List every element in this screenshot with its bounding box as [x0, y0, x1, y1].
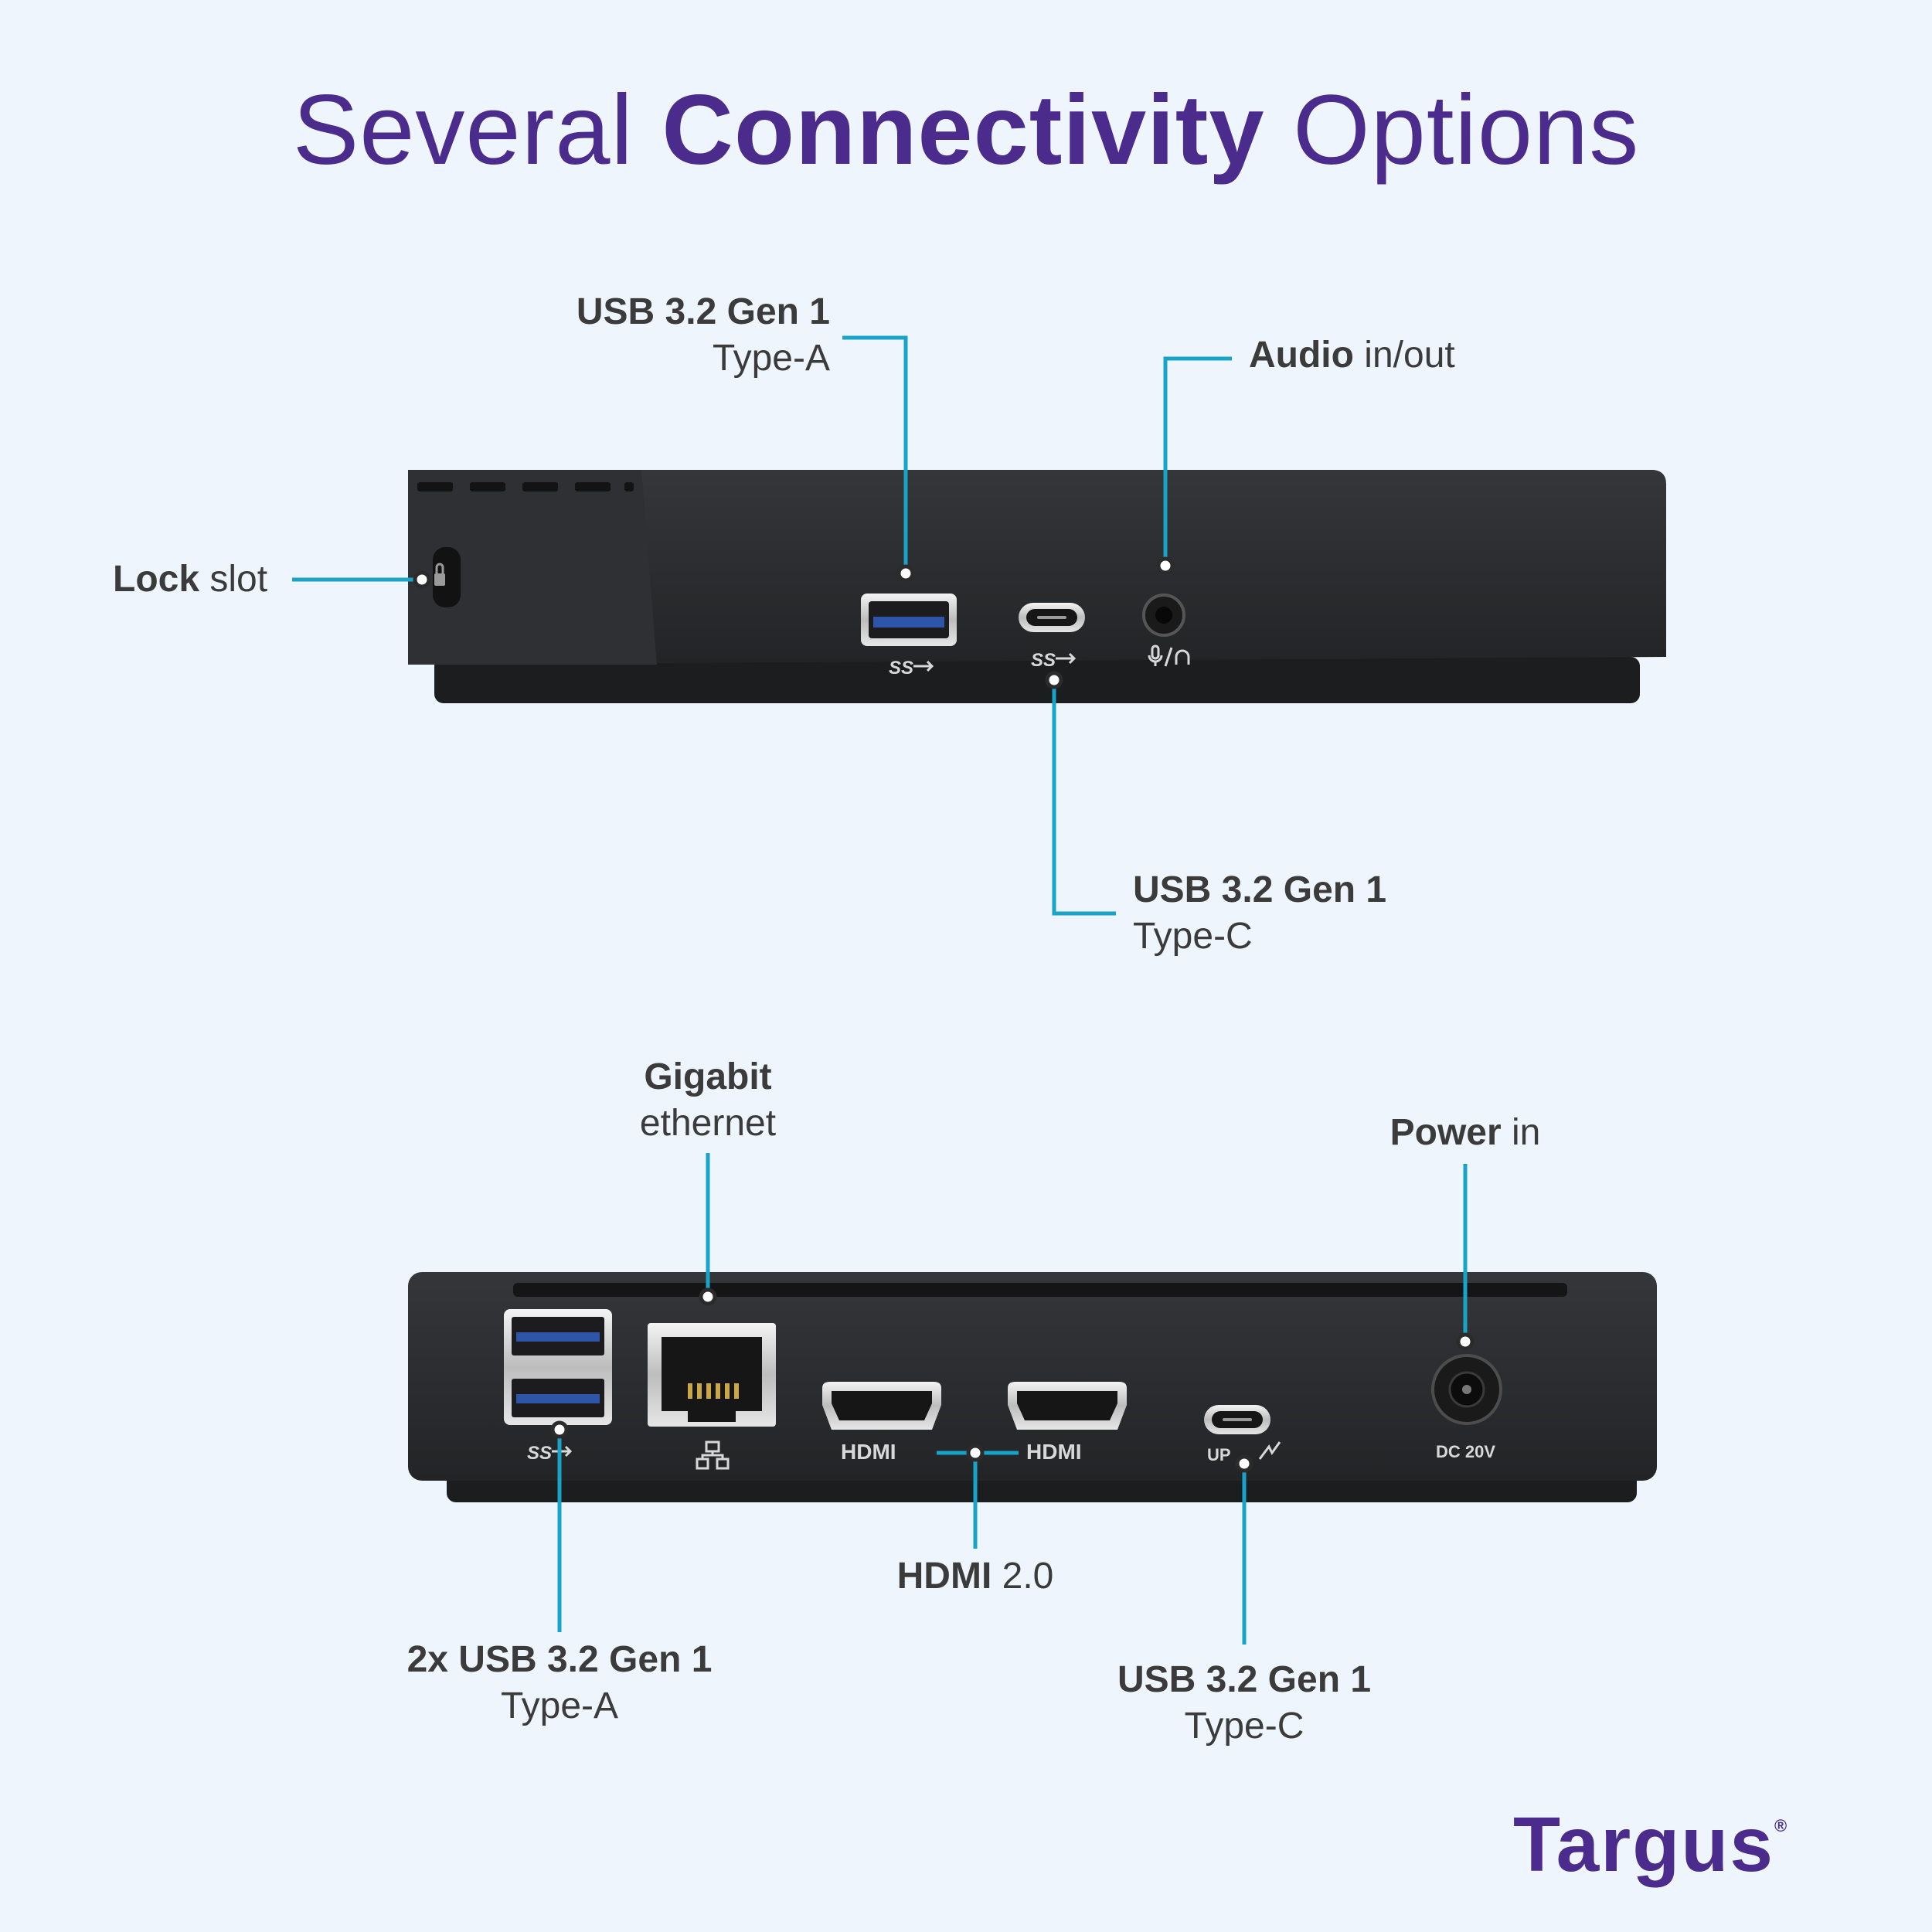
- ethernet-port: [648, 1323, 776, 1427]
- mic-headphone-icon: [1148, 645, 1190, 667]
- hdmi-marking-2: HDMI: [1026, 1440, 1082, 1464]
- lock-slot: [433, 547, 461, 607]
- callout-usb-c-top-sub: Type-C: [1133, 916, 1253, 957]
- callout-ethernet-title: Gigabit: [644, 1056, 772, 1097]
- power-arrow-icon: [1258, 1441, 1281, 1460]
- callout-usb-a-rear-title: 2x USB 3.2 Gen 1: [406, 1639, 713, 1680]
- callout-usb-c-rear: USB 3.2 Gen 1 Type-C: [1012, 1657, 1476, 1750]
- ss-marking-rear: SS: [527, 1443, 552, 1464]
- callout-line-usb-a-top: [842, 335, 908, 573]
- callout-usb-a-top-sub: Type-A: [712, 338, 830, 379]
- callout-power-title: Power: [1389, 1112, 1502, 1153]
- usb-superspeed-icon: [1056, 652, 1077, 665]
- callout-lock-title: Lock: [113, 559, 200, 600]
- headline-light-before: Several: [292, 75, 662, 185]
- hdmi-port-2: [1008, 1382, 1127, 1430]
- callout-line-audio: [1163, 356, 1232, 566]
- dock-front-view: SS SS: [408, 470, 1666, 703]
- callout-hdmi-sub: 2.0: [992, 1556, 1054, 1597]
- up-marking: UP: [1207, 1445, 1231, 1464]
- hdmi-port-1: [822, 1382, 941, 1430]
- usb-c-port-rear: [1204, 1405, 1270, 1434]
- callout-usb-a-rear: 2x USB 3.2 Gen 1 Type-A: [328, 1637, 791, 1730]
- brand-registered-mark: ®: [1774, 1816, 1789, 1835]
- dock-rear-vent: [513, 1283, 1567, 1297]
- dock-front-base: [434, 657, 1640, 703]
- callout-lock: Lock slot: [113, 556, 267, 603]
- dock-front-side: [408, 470, 657, 665]
- headline-bold: Connectivity: [662, 75, 1265, 185]
- callout-usb-a-rear-sub: Type-A: [500, 1685, 619, 1726]
- usb-a-dual-port: [504, 1309, 612, 1425]
- dock-front-vents: [417, 482, 634, 492]
- brand-name: Targus: [1513, 1801, 1774, 1888]
- callout-ethernet: Gigabit ethernet: [553, 1054, 862, 1147]
- hdmi-marking-1: HDMI: [841, 1440, 896, 1464]
- callout-audio-sub: in/out: [1353, 335, 1455, 376]
- callout-line-usb-c-top: [1052, 683, 1116, 916]
- dock-rear-view: SS HDMI HDMI UP DC 20V: [408, 1272, 1657, 1502]
- usb-a-port-front: [861, 594, 957, 646]
- callout-usb-c-top: USB 3.2 Gen 1 Type-C: [1133, 867, 1386, 960]
- callout-usb-c-rear-title: USB 3.2 Gen 1: [1117, 1659, 1372, 1700]
- ss-marking-top-a: SS: [889, 658, 913, 679]
- callout-anchors: [413, 556, 1475, 1473]
- callout-audio: Audio in/out: [1249, 332, 1455, 379]
- callout-lock-sub: slot: [199, 559, 268, 600]
- callout-ethernet-sub: ethernet: [639, 1103, 777, 1144]
- usb-c-port-front: [1019, 603, 1085, 632]
- ss-marking-top-c: SS: [1031, 650, 1056, 671]
- dock-front-body: [408, 470, 1666, 665]
- callout-usb-c-rear-sub: Type-C: [1184, 1706, 1304, 1747]
- padlock-icon: [434, 563, 445, 586]
- callout-usb-c-top-title: USB 3.2 Gen 1: [1133, 869, 1387, 910]
- callout-power-sub: in: [1501, 1112, 1541, 1153]
- callout-usb-a-top: USB 3.2 Gen 1 Type-A: [577, 289, 830, 382]
- headline: Several Connectivity Options: [0, 73, 1932, 187]
- brand-logo: Targus®: [1513, 1801, 1788, 1889]
- audio-jack: [1142, 594, 1185, 637]
- callout-hdmi-title: HDMI: [896, 1556, 992, 1597]
- network-icon: [696, 1440, 730, 1470]
- dc-marking: DC 20V: [1436, 1442, 1495, 1461]
- dc-power-jack: [1431, 1354, 1502, 1425]
- usb-superspeed-icon: [913, 660, 934, 672]
- callout-hdmi: HDMI 2.0: [821, 1553, 1130, 1600]
- callout-audio-title: Audio: [1249, 335, 1354, 376]
- callout-usb-a-top-title: USB 3.2 Gen 1: [576, 291, 830, 332]
- callout-lines: [292, 335, 1468, 1645]
- callout-power: Power in: [1311, 1110, 1620, 1156]
- headline-light-after: Options: [1264, 75, 1640, 185]
